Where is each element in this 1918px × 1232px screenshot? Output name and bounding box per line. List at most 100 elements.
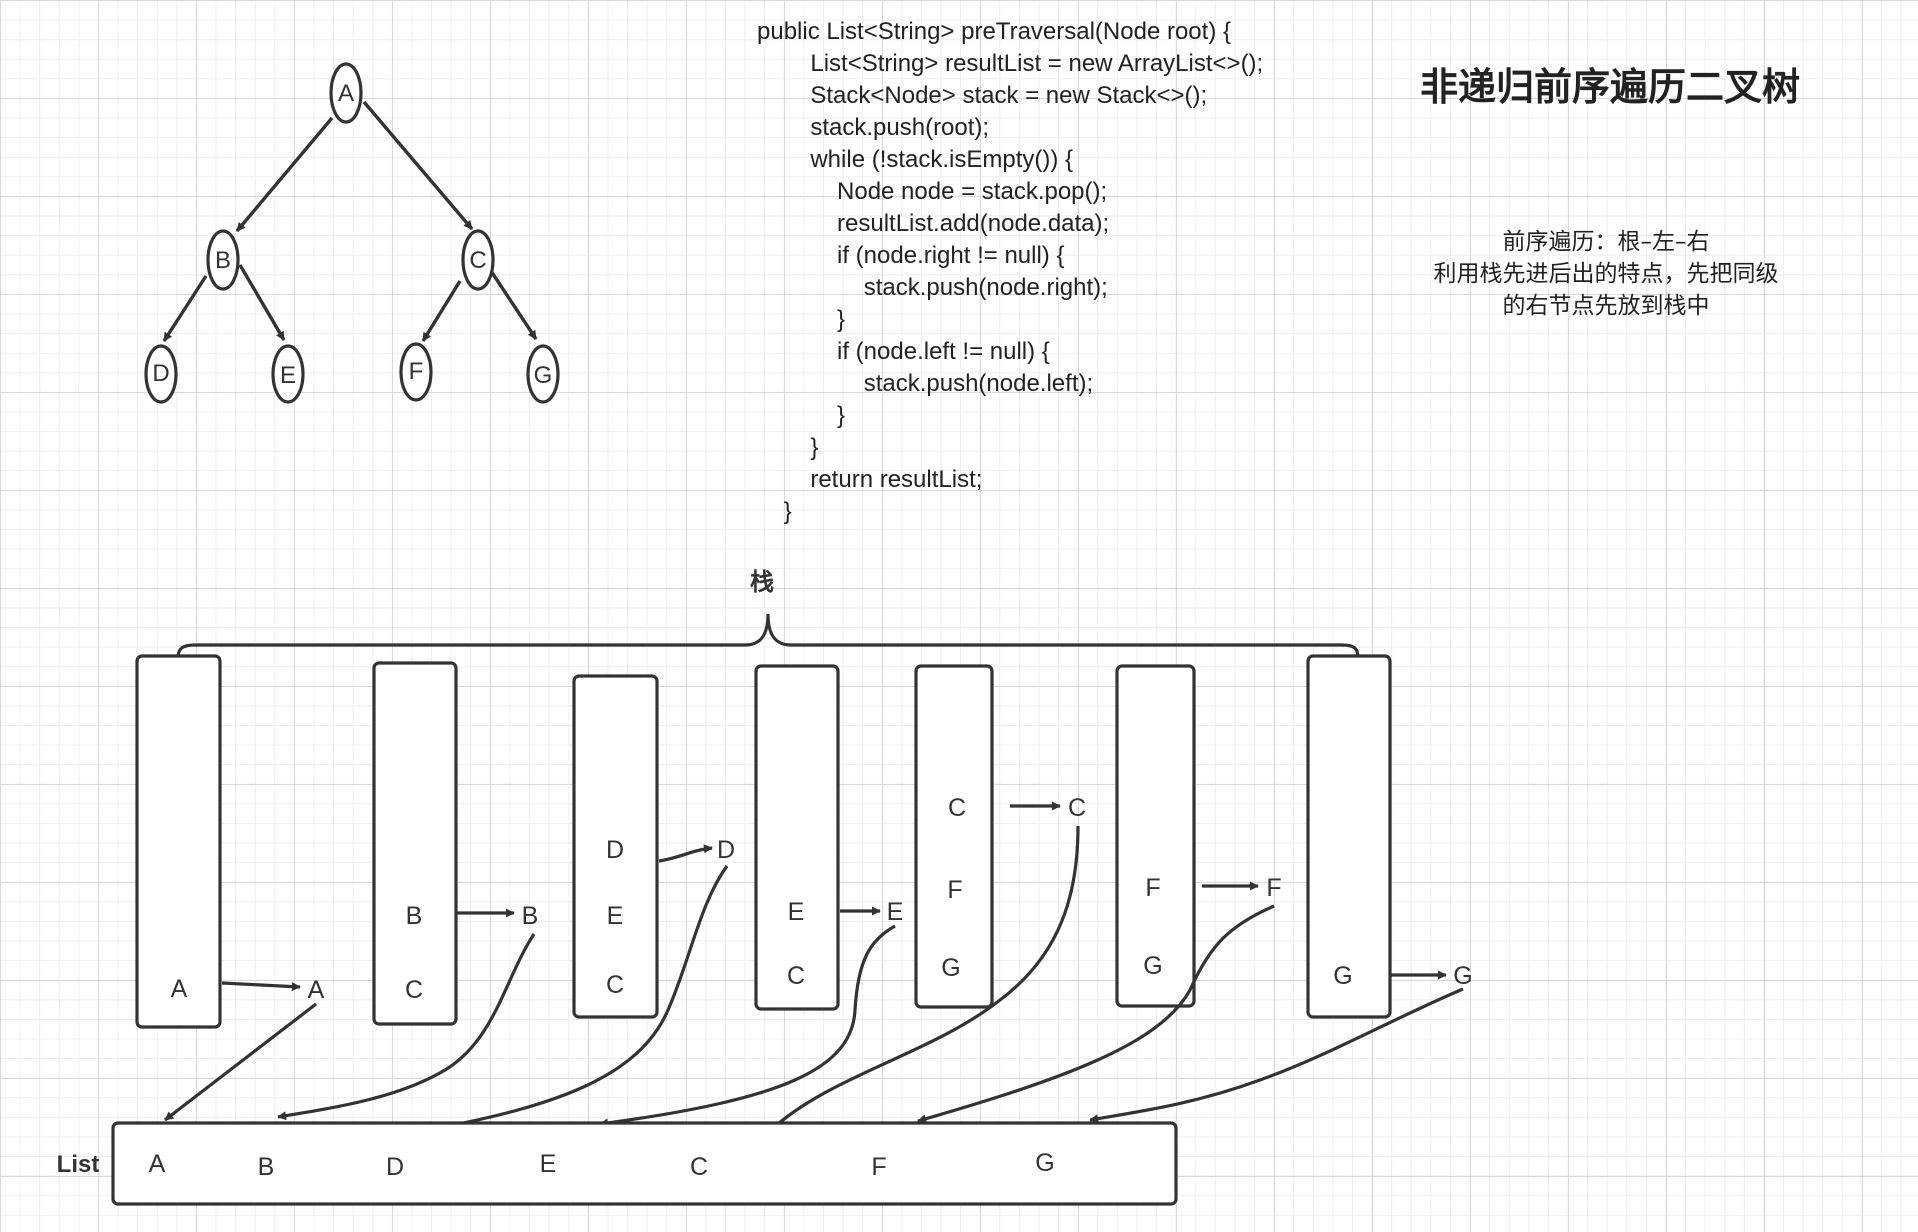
tree-edge-c-f [421, 280, 462, 342]
list-label: List [57, 1151, 100, 1178]
stack-state-7: G G [1306, 654, 1473, 1019]
binary-tree: A B C D E F G [144, 62, 560, 404]
to-list-arrow [277, 933, 536, 1121]
stack-label: 栈 [750, 569, 774, 596]
code-line: while (!stack.isEmpty()) { [757, 146, 1074, 173]
stack-item: C [787, 962, 805, 990]
code-block: public List<String> preTraversal(Node ro… [757, 16, 1263, 528]
to-list-arrow [599, 924, 896, 1128]
popped-label: F [1266, 874, 1281, 902]
popped-label: B [522, 902, 539, 930]
stack-item: D [606, 836, 624, 864]
stack-brace: 栈 [176, 569, 1360, 659]
tree-edge-a-c [362, 100, 474, 231]
pop-arrow [658, 844, 713, 863]
note-line: 前序遍历：根–左–右 [1502, 229, 1710, 255]
code-line: if (node.right != null) { [757, 242, 1065, 269]
tree-edge-c-g [489, 270, 538, 340]
tree-node-label: D [152, 360, 169, 387]
tree-node-label: E [280, 362, 296, 389]
diagram-title: 非递归前序遍历二叉树 [1420, 65, 1801, 109]
pop-arrow [221, 981, 301, 992]
stack-box [372, 661, 458, 1026]
list-item: D [386, 1153, 404, 1181]
tree-node-label: B [215, 247, 231, 274]
stack-item: B [406, 902, 423, 930]
list-item: B [258, 1153, 275, 1181]
code-line: } [757, 306, 846, 333]
stack-box [754, 664, 840, 1011]
code-line: } [757, 402, 846, 429]
stack-state-6: F G F [1115, 664, 1282, 1008]
stack-box [135, 654, 222, 1029]
stack-item: F [1145, 874, 1160, 902]
code-line: Stack<Node> stack = new Stack<>(); [757, 82, 1208, 109]
list-item: F [871, 1153, 886, 1181]
tree-node-label: A [338, 80, 354, 107]
popped-label: E [887, 898, 904, 926]
to-list-arrows [164, 825, 1464, 1133]
tree-edge-b-d [162, 275, 208, 342]
code-line: if (node.left != null) { [757, 338, 1050, 365]
tree-edge-a-b [235, 116, 334, 233]
tree-node-b: B [206, 229, 240, 291]
code-line: List<String> resultList = new ArrayList<… [757, 50, 1264, 77]
stack-state-2: B C B [372, 661, 539, 1026]
tree-node-e: E [271, 344, 305, 404]
stack-state-3: D E C D [572, 674, 735, 1019]
code-line: } [757, 434, 819, 461]
tree-node-label: G [534, 362, 553, 389]
stack-item: G [1143, 952, 1162, 980]
tree-node-a: A [329, 62, 363, 124]
stack-item: E [788, 898, 805, 926]
code-line: } [757, 498, 792, 525]
stack-item: C [948, 794, 966, 822]
to-list-arrow [917, 904, 1275, 1124]
result-list: List A B D E C F G [57, 1121, 1178, 1206]
stack-item: G [941, 954, 960, 982]
code-line: stack.push(node.left); [757, 370, 1094, 397]
list-item: G [1035, 1149, 1054, 1177]
stack-state-1: A A [135, 654, 325, 1029]
stack-box [572, 674, 659, 1019]
to-list-arrow [1089, 987, 1464, 1124]
to-list-arrow [437, 865, 729, 1131]
stack-item: E [607, 902, 624, 930]
list-item: E [540, 1150, 557, 1178]
stack-item: F [947, 876, 962, 904]
tree-edges [162, 100, 538, 342]
tree-edge-b-e [238, 264, 286, 341]
code-line: stack.push(node.right); [757, 274, 1108, 301]
popped-label: A [308, 976, 325, 1004]
tree-node-f: F [399, 342, 433, 402]
tree-node-c: C [461, 229, 495, 291]
to-list-arrow [164, 1002, 317, 1122]
note-line: 利用栈先进后出的特点，先把同级 [1433, 261, 1779, 287]
popped-label: C [1068, 794, 1086, 822]
to-list-arrow [768, 825, 1080, 1133]
stack-item: C [405, 976, 423, 1004]
code-line: stack.push(root); [757, 114, 990, 141]
stack-state-4: E C E [754, 664, 904, 1011]
stack-item: A [171, 975, 188, 1003]
popped-label: D [717, 836, 735, 864]
tree-node-d: D [144, 344, 178, 404]
stack-item: C [606, 971, 624, 999]
tree-node-label: C [469, 247, 486, 274]
tree-node-label: F [409, 358, 424, 385]
explanation-note: 前序遍历：根–左–右 利用栈先进后出的特点，先把同级 的右节点先放到栈中 [1386, 226, 1826, 322]
popped-label: G [1453, 962, 1472, 990]
tree-node-g: G [526, 344, 560, 404]
list-item: A [149, 1150, 166, 1178]
list-item: C [690, 1153, 708, 1181]
stack-box [1306, 654, 1392, 1019]
code-line: Node node = stack.pop(); [757, 178, 1108, 205]
note-line: 的右节点先放到栈中 [1502, 293, 1710, 319]
stack-item: G [1333, 962, 1352, 990]
code-line: public List<String> preTraversal(Node ro… [757, 18, 1231, 45]
code-line: return resultList; [757, 466, 983, 493]
stack-box [914, 664, 994, 1009]
pop-arrows [221, 801, 1447, 992]
stack-box [1115, 664, 1196, 1008]
